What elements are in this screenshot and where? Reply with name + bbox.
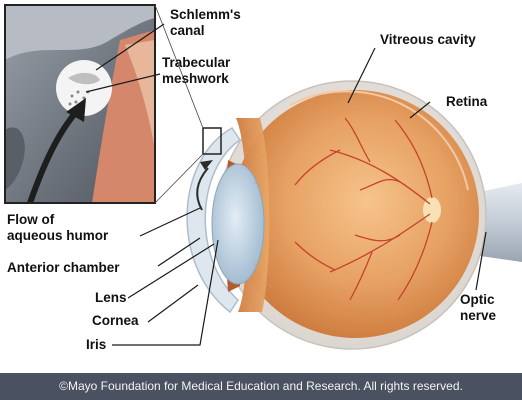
schlemms-canal-label: Schlemm's canal [170,7,241,39]
trabecular-meshwork-label: Trabecular meshwork [162,55,230,87]
lens-label: Lens [95,290,127,306]
inset-magnified-view [5,5,155,203]
eye-cross-section-illustration [0,0,522,373]
copyright-footer: ©Mayo Foundation for Medical Education a… [0,373,522,400]
flow-of-aqueous-humor-label: Flow of aqueous humor [7,212,108,244]
lens-shape [212,164,264,284]
iris-label: Iris [86,337,106,353]
vitreous-cavity-label: Vitreous cavity [380,32,476,48]
optic-nerve-label: Optic nerve [460,292,496,324]
anterior-chamber-label: Anterior chamber [7,260,120,276]
retina-label: Retina [446,94,487,110]
copyright-text: ©Mayo Foundation for Medical Education a… [59,379,463,393]
cornea-label: Cornea [92,313,139,329]
